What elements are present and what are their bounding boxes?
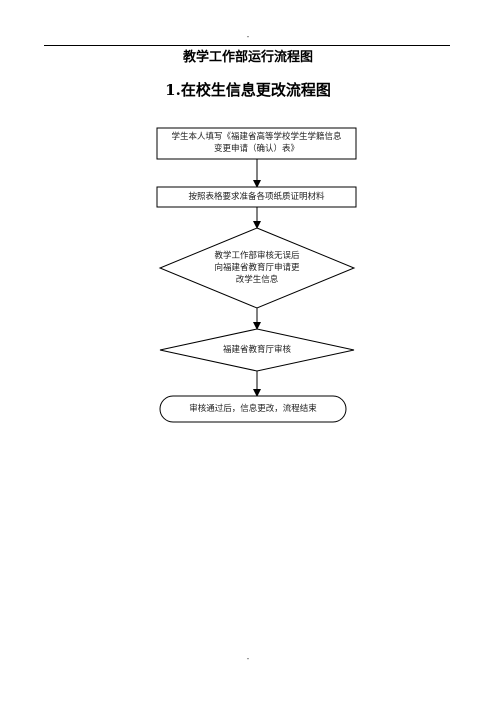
node-step5-label: 审核通过后，信息更改，流程结束 <box>189 404 317 414</box>
node-step1-box <box>156 127 357 160</box>
section-title: 1.在校生信息更改流程图 <box>165 81 331 99</box>
header-rule <box>44 45 450 46</box>
node-step1-label: 学生本人填写《福建省高等学校学生学籍信息 变更申请（确认）表》 <box>171 132 342 154</box>
header-mark: - <box>246 32 250 41</box>
document-title: 教学工作部运行流程图 <box>182 50 313 65</box>
node-step4-label: 福建省教育厅审核 <box>222 345 291 355</box>
node-step5-terminator <box>159 395 347 423</box>
node-step2-label: 按照表格要求准备各项纸质证明材料 <box>188 192 325 202</box>
footer-mark: - <box>246 654 250 663</box>
node-step3-label: 教学工作部审核无误后 向福建省教育厅申请更 改学生信息 <box>214 251 300 285</box>
